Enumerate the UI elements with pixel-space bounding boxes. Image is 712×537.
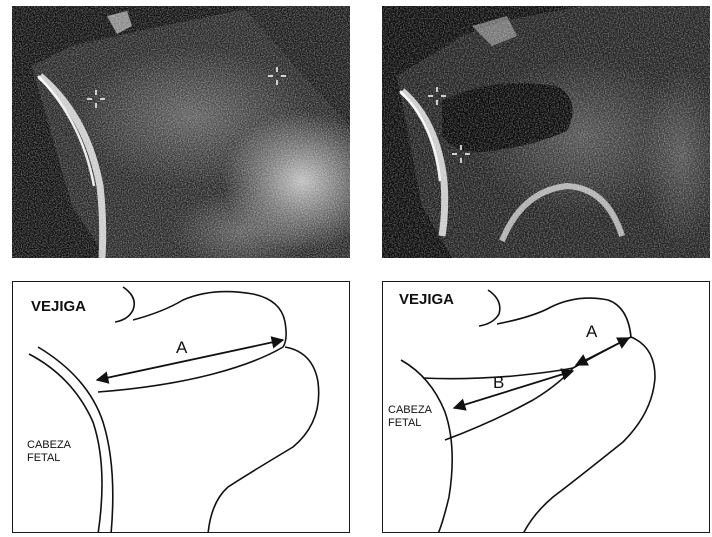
bladder-label: VEJIGA <box>31 298 86 315</box>
bladder-label: VEJIGA <box>399 291 454 308</box>
cervix-outline <box>523 337 655 533</box>
measure-a-label: A <box>586 322 597 342</box>
measure-a-label: A <box>176 338 187 358</box>
measure-b-label: B <box>493 373 504 393</box>
ultrasound-image-right <box>382 6 710 258</box>
bladder-outline <box>115 287 134 322</box>
ultrasound-image-left <box>12 6 350 258</box>
fetal-head-label-line2: FETAL <box>388 417 432 430</box>
schematic-right-svg <box>383 282 710 533</box>
fetal-head-label-line1: CABEZA <box>388 404 432 417</box>
schematic-diagram-right: VEJIGA A B CABEZA FETAL <box>382 281 710 533</box>
fetal-head-label-line1: CABEZA <box>27 439 71 452</box>
bladder-wall <box>497 298 631 337</box>
cervical-canal-line <box>98 347 283 392</box>
schematic-left-svg <box>13 282 350 533</box>
cervix-outline <box>208 347 319 533</box>
bladder-wall <box>133 292 286 347</box>
measurement-arrow-a <box>576 338 629 365</box>
ultrasound-right-svg <box>382 6 710 258</box>
fetal-head-label: CABEZA FETAL <box>388 404 432 429</box>
schematic-diagram-left: VEJIGA A CABEZA FETAL <box>12 281 350 533</box>
ultrasound-left-svg <box>12 6 350 258</box>
fetal-head-label: CABEZA FETAL <box>27 439 71 464</box>
bladder-outline <box>479 290 500 326</box>
fetal-head-label-line2: FETAL <box>27 452 71 465</box>
fetal-head-outline <box>401 360 452 533</box>
